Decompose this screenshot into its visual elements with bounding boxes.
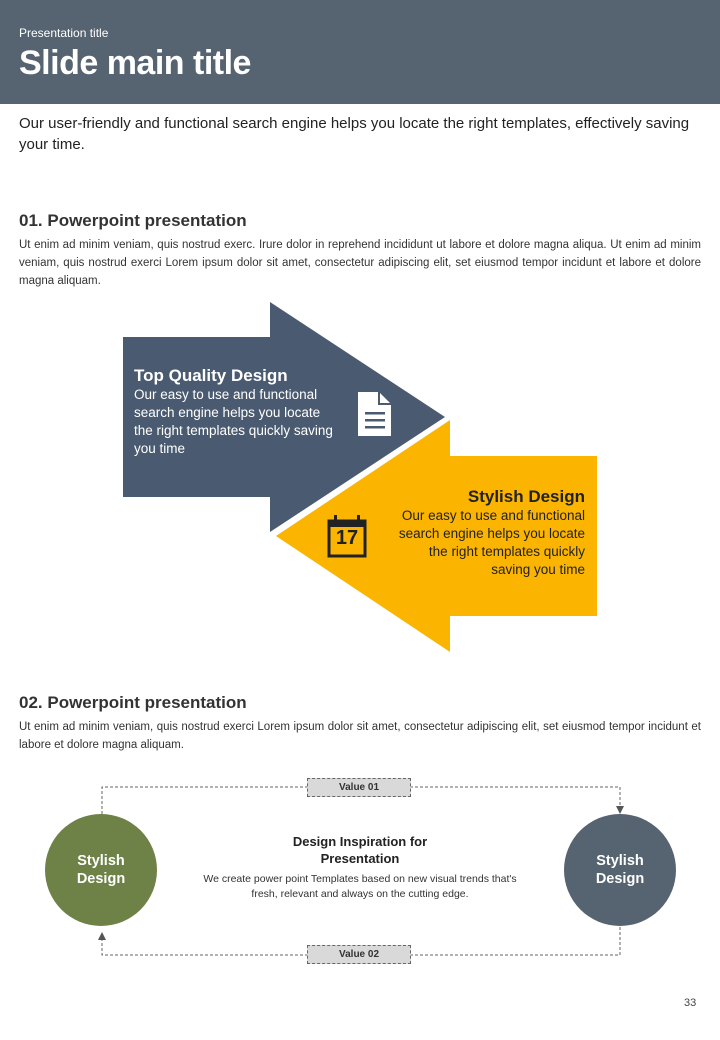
arrow-title: Top Quality Design (134, 366, 288, 385)
arrow-text: Our easy to use and functional search en… (134, 387, 333, 456)
right-circle: Stylish Design (564, 814, 676, 926)
arrow-text: Our easy to use and functional search en… (398, 508, 585, 577)
arrow-title: Stylish Design (467, 487, 585, 506)
left-circle: Stylish Design (45, 814, 157, 926)
section1-body: Ut enim ad minim veniam, quis nostrud ex… (19, 239, 701, 287)
center-text: We create power point Templates based on… (203, 873, 517, 900)
arrow-card-top-quality: Top Quality Design Our easy to use and f… (134, 366, 334, 458)
yellow-arrow (276, 420, 597, 652)
calendar-icon (327, 515, 367, 558)
left-circle-label: Stylish Design (76, 853, 126, 887)
page-number: 33 (684, 997, 697, 1009)
value-02-label: Value 02 (307, 945, 411, 964)
section2-body: Ut enim ad minim veniam, quis nostrud ex… (19, 721, 701, 751)
blue-arrow (123, 302, 445, 532)
intro-text: Our user-friendly and functional search … (19, 115, 690, 153)
header-bar (0, 0, 720, 104)
value-01-label: Value 01 (307, 778, 411, 797)
section1-title: 01. Powerpoint presentation (19, 211, 247, 230)
right-circle-label: Stylish Design (595, 853, 645, 887)
slide-title: Slide main title (19, 44, 251, 82)
arrow-card-stylish: Stylish Design Our easy to use and funct… (388, 487, 585, 579)
calendar-day: 17 (335, 527, 359, 549)
section2-title: 02. Powerpoint presentation (19, 693, 247, 712)
document-icon (358, 392, 391, 436)
presentation-title: Presentation title (19, 26, 109, 40)
center-title: Design Inspiration for Presentation (292, 834, 428, 866)
